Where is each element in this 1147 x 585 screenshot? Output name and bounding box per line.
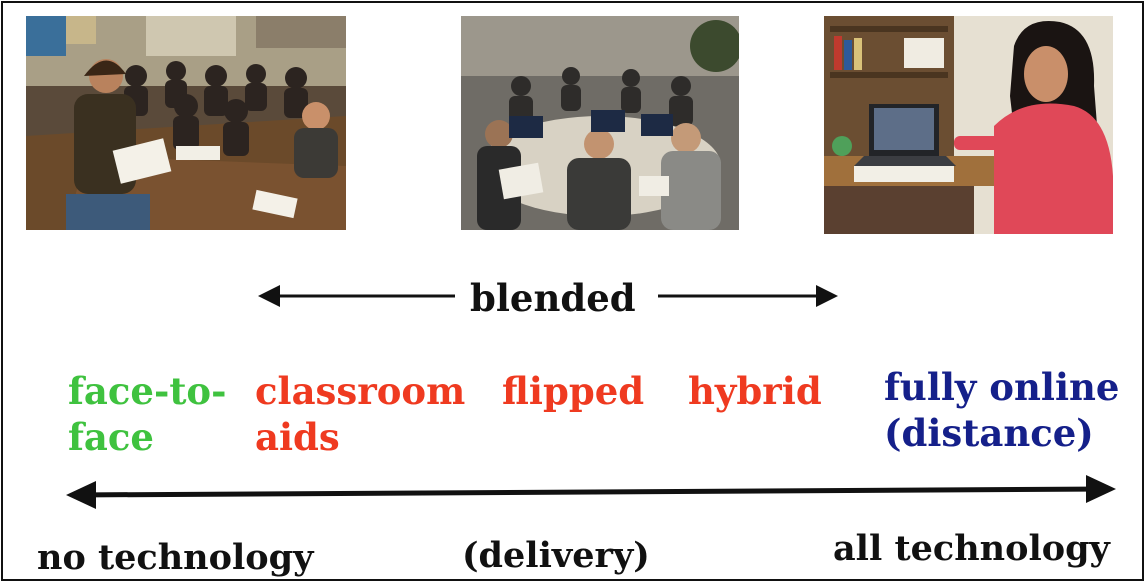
face-to-face-line-2: face [68, 415, 154, 459]
blended-arrowhead-right [816, 285, 838, 307]
hybrid-line-1: hybrid [688, 369, 822, 413]
flipped-label: flipped [502, 368, 644, 414]
all-technology-label: all technology [833, 528, 1110, 569]
classroom-aids-line-2: aids [255, 415, 340, 459]
face-to-face-label: face-to- face [68, 368, 226, 460]
flipped-line-1: flipped [502, 369, 645, 413]
fully-online-label: fully online (distance) [884, 364, 1119, 456]
classroom-aids-line-1: classroom [255, 369, 466, 413]
axis-arrowhead-left [66, 481, 96, 509]
group-laptop-discussion-photo [461, 16, 739, 230]
fully-online-line-1: fully online [884, 365, 1120, 409]
no-technology-label: no technology [37, 537, 314, 578]
delivery-label: (delivery) [462, 535, 650, 576]
blended-arrowhead-left [258, 285, 280, 307]
fully-online-line-2: (distance) [884, 411, 1094, 455]
classroom-lecture-photo [26, 16, 346, 230]
student-at-home-laptop-photo [824, 16, 1113, 234]
classroom-aids-label: classroom aids [255, 368, 465, 460]
axis-arrowhead-right [1086, 475, 1116, 503]
face-to-face-line-1: face-to- [68, 369, 227, 413]
technology-axis-line [73, 486, 1109, 498]
blended-label: blended [470, 276, 636, 320]
hybrid-label: hybrid [688, 368, 822, 414]
